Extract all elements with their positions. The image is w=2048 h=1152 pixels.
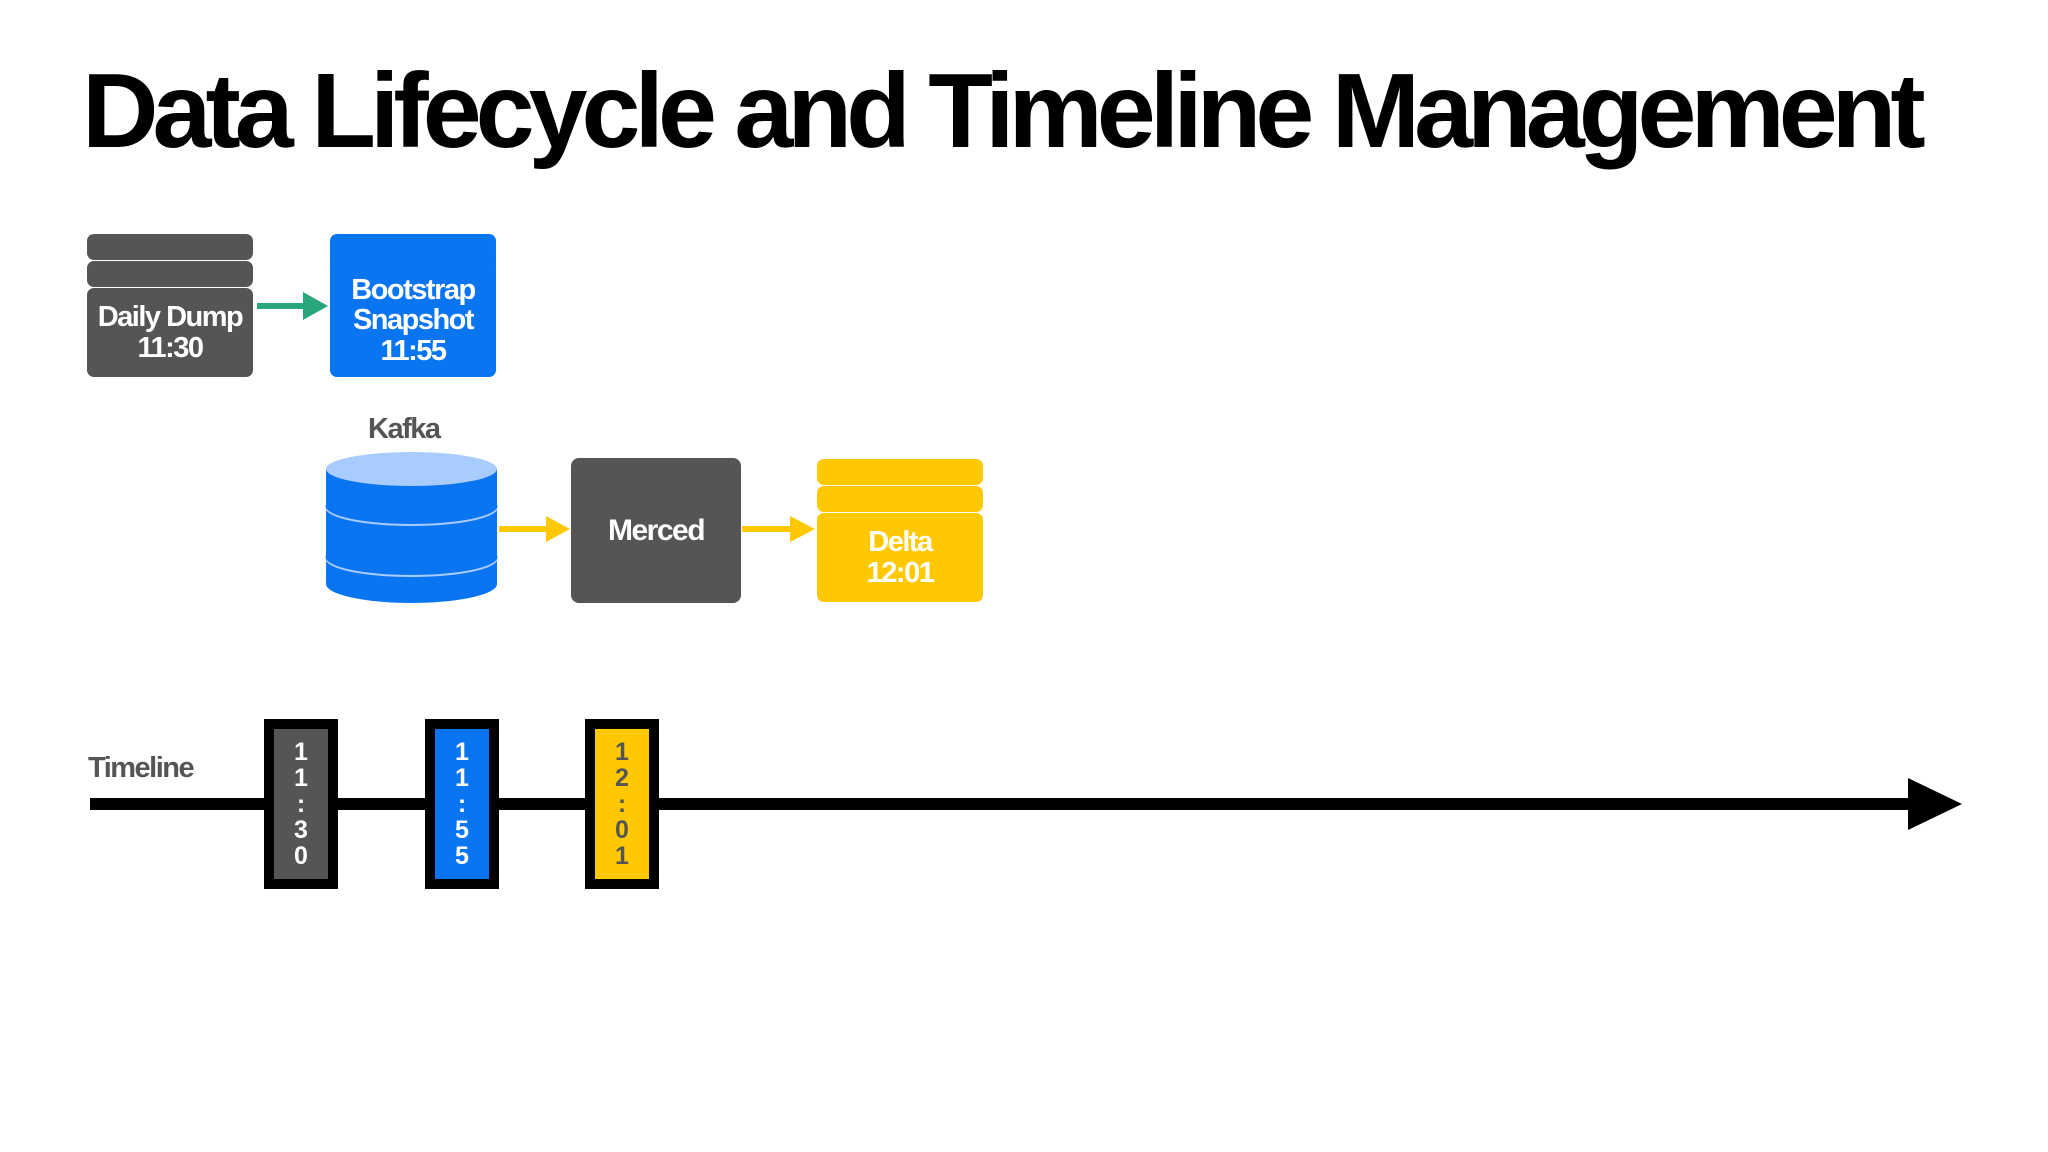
- daily-dump-time: 11:30: [137, 331, 204, 364]
- marker-1130-char: 1: [294, 764, 308, 792]
- delta-block: Delta 12:01: [817, 513, 983, 602]
- bootstrap-subtitle: Snapshot: [352, 304, 475, 337]
- kafka-to-merced-arrow: [499, 516, 570, 542]
- timeline-marker-1201-inner: 1 2 : 0 1: [595, 729, 649, 879]
- daily-dump-block: Daily Dump 11:30: [87, 288, 253, 377]
- marker-1130-char: 0: [294, 842, 308, 870]
- dump-to-bootstrap-arrow: [257, 292, 328, 320]
- timeline-axis: [90, 778, 1962, 830]
- marker-1201-char: 2: [615, 764, 629, 792]
- timeline-label: Timeline: [88, 752, 195, 784]
- marker-1201-char: 1: [615, 738, 629, 766]
- page-title: Data Lifecycle and Timeline Management: [82, 52, 1926, 170]
- daily-dump-stack: Daily Dump 11:30: [87, 234, 253, 377]
- bootstrap-title: Bootstrap: [351, 273, 476, 306]
- marker-1155-char: 1: [455, 738, 469, 766]
- merced-label: Merced: [607, 513, 706, 547]
- timeline-marker-1130-inner: 1 1 : 3 0: [274, 729, 328, 879]
- merced-block: Merced: [571, 458, 741, 603]
- kafka-label: Kafka: [368, 413, 441, 445]
- merced-to-delta-arrow: [742, 516, 815, 542]
- marker-1155-char: 1: [455, 764, 469, 792]
- marker-1130-char: :: [296, 790, 306, 818]
- kafka-database-icon: [325, 452, 498, 603]
- delta-layer-back: [817, 459, 983, 485]
- marker-1201-char: :: [617, 790, 627, 818]
- daily-dump-title: Daily Dump: [97, 301, 244, 334]
- bootstrap-snapshot-stack: Bootstrap Snapshot 11:55: [330, 234, 496, 377]
- marker-1155-char: 5: [455, 842, 469, 870]
- timeline-marker-1201: 1 2 : 0 1: [585, 719, 659, 889]
- marker-1201-char: 0: [615, 816, 629, 844]
- daily-dump-layer-back: [87, 234, 253, 260]
- bootstrap-time: 11:55: [380, 334, 447, 367]
- timeline-marker-1130: 1 1 : 3 0: [264, 719, 338, 889]
- daily-dump-layer-mid: [87, 261, 253, 287]
- timeline-marker-1155-inner: 1 1 : 5 5: [435, 729, 489, 879]
- marker-1130-char: 3: [294, 816, 308, 844]
- marker-1155-char: 5: [455, 816, 469, 844]
- delta-stack: Delta 12:01: [817, 459, 983, 602]
- marker-1155-char: :: [457, 790, 467, 818]
- marker-1130-char: 1: [294, 738, 308, 766]
- delta-time: 12:01: [866, 556, 935, 589]
- delta-layer-mid: [817, 486, 983, 512]
- marker-1201-char: 1: [615, 842, 629, 870]
- bootstrap-snapshot-block: Bootstrap Snapshot 11:55: [330, 264, 496, 377]
- timeline-marker-1155: 1 1 : 5 5: [425, 719, 499, 889]
- timeline-arrowhead: [1908, 778, 1962, 830]
- delta-title: Delta: [868, 526, 933, 559]
